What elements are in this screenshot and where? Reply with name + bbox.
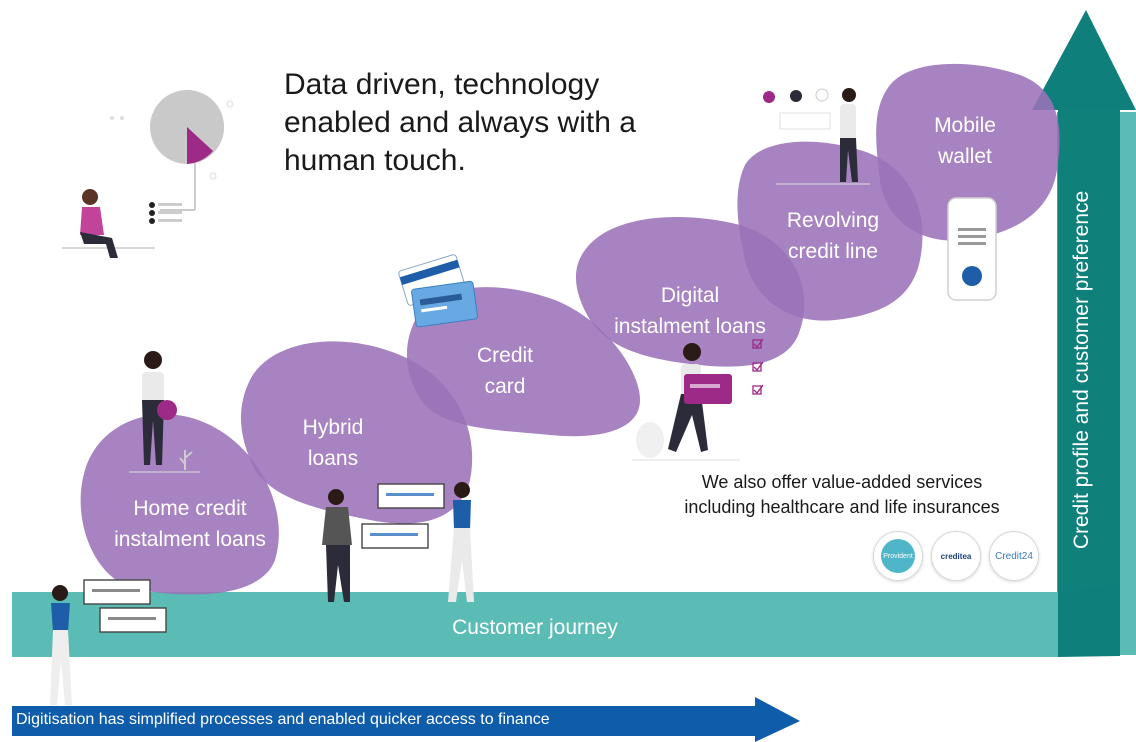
customer-journey-band	[12, 585, 1120, 657]
vertical-axis-label: Credit profile and customer preference	[1070, 190, 1093, 550]
label-mobile-line-2: wallet	[938, 145, 992, 168]
label-credit-card-line-2: card	[484, 375, 526, 398]
label-home-credit: Home credit instalment loans	[90, 493, 290, 555]
headline-line-2: enabled and always with a	[284, 106, 636, 139]
customer-journey-label: Customer journey	[452, 616, 618, 639]
services-line-1: We also offer value-added services	[701, 472, 983, 492]
delivery-person-illustration	[632, 338, 764, 461]
blob-credit-card	[406, 287, 640, 437]
brand-provident-text: Provident	[881, 539, 915, 573]
brand-credit24-text: Credit24	[995, 550, 1033, 562]
label-digital-line-2: instalment loans	[614, 315, 766, 338]
label-credit-card: Credit card	[440, 340, 570, 402]
headline-line-1: Data driven, technology	[284, 68, 600, 101]
brand-creditea-text: creditea	[940, 551, 972, 561]
blob-home-credit	[80, 414, 279, 595]
blob-mobile-wallet	[876, 63, 1060, 241]
digitisation-label: Digitisation has simplified processes an…	[16, 711, 550, 728]
label-home-credit-line-1: Home credit	[133, 497, 247, 520]
label-hybrid-loans: Hybrid loans	[268, 412, 398, 474]
services-text: We also offer value-added services inclu…	[632, 470, 1052, 520]
credit-cards-illustration	[398, 254, 479, 328]
woman-illustration	[129, 351, 200, 473]
label-revolving-line-1: Revolving	[786, 209, 880, 232]
woman-walking-illustration	[50, 579, 167, 705]
label-revolving-credit: Revolving credit line	[758, 205, 908, 267]
services-line-2: including healthcare and life insurances	[684, 497, 1000, 517]
label-hybrid-line-2: loans	[307, 447, 359, 470]
label-hybrid-line-1: Hybrid	[302, 416, 364, 439]
label-digital-loans: Digital instalment loans	[590, 280, 790, 342]
label-home-credit-line-2: instalment loans	[114, 528, 266, 551]
brand-badge-creditea: creditea	[931, 531, 981, 581]
brand-badge-provident: Provident	[873, 531, 923, 581]
headline: Data driven, technology enabled and alwa…	[284, 66, 714, 180]
progress-person-illustration	[763, 88, 870, 185]
label-mobile-line-1: Mobile	[934, 114, 996, 137]
blob-revolving	[737, 141, 923, 321]
label-mobile-wallet: Mobile wallet	[905, 110, 1025, 172]
label-credit-card-line-1: Credit	[476, 344, 534, 367]
people-chatting-illustration	[322, 482, 474, 602]
label-digital-line-1: Digital	[660, 284, 720, 307]
digitisation-arrow	[12, 697, 800, 742]
brand-badge-credit24: Credit24	[989, 531, 1039, 581]
vertical-arrow	[1032, 10, 1136, 656]
product-blobs	[80, 63, 1060, 595]
phone-illustration	[947, 197, 997, 301]
pie-chart-illustration	[62, 89, 234, 258]
label-revolving-line-2: credit line	[788, 240, 878, 263]
headline-line-3: human touch.	[284, 144, 466, 177]
